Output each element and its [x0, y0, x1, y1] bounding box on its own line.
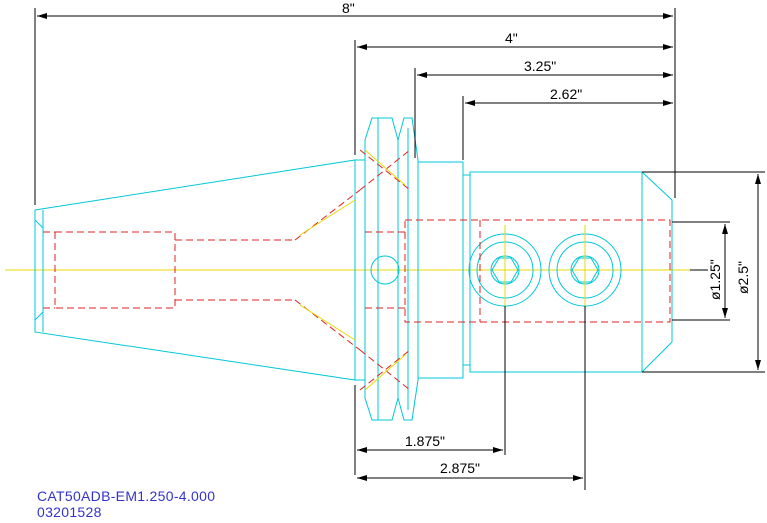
dim-overall: 8": [34, 0, 676, 205]
part-number: CAT50ADB-EM1.250-4.000: [37, 488, 216, 504]
dim-bore-text: ø1.25": [707, 259, 723, 300]
dim-outer: ø2.5": [642, 171, 765, 373]
neck: [417, 161, 470, 379]
title-block: CAT50ADB-EM1.250-4.000 03201528: [37, 488, 215, 520]
flange: [354, 117, 419, 421]
dim-262: 2.62": [462, 86, 673, 160]
dim-325-text: 3.25": [524, 58, 556, 74]
dim-262-text: 2.62": [550, 86, 582, 102]
construction-lines: [299, 149, 586, 391]
dim-bore: ø1.25": [672, 221, 730, 321]
dim-325: 3.25": [414, 58, 673, 158]
dim-4: 4": [354, 30, 673, 155]
dim-outer-text: ø2.5": [735, 261, 751, 294]
part-code: 03201528: [37, 504, 102, 520]
dim-4-text: 4": [505, 30, 518, 46]
dim-2875: 2.875": [357, 306, 586, 490]
hidden-lines: [43, 149, 671, 391]
dim-overall-text: 8": [342, 0, 355, 16]
dim-2875-text: 2.875": [440, 460, 480, 476]
dim-1875-text: 1.875": [405, 433, 445, 449]
dim-1875: 1.875": [354, 306, 506, 475]
